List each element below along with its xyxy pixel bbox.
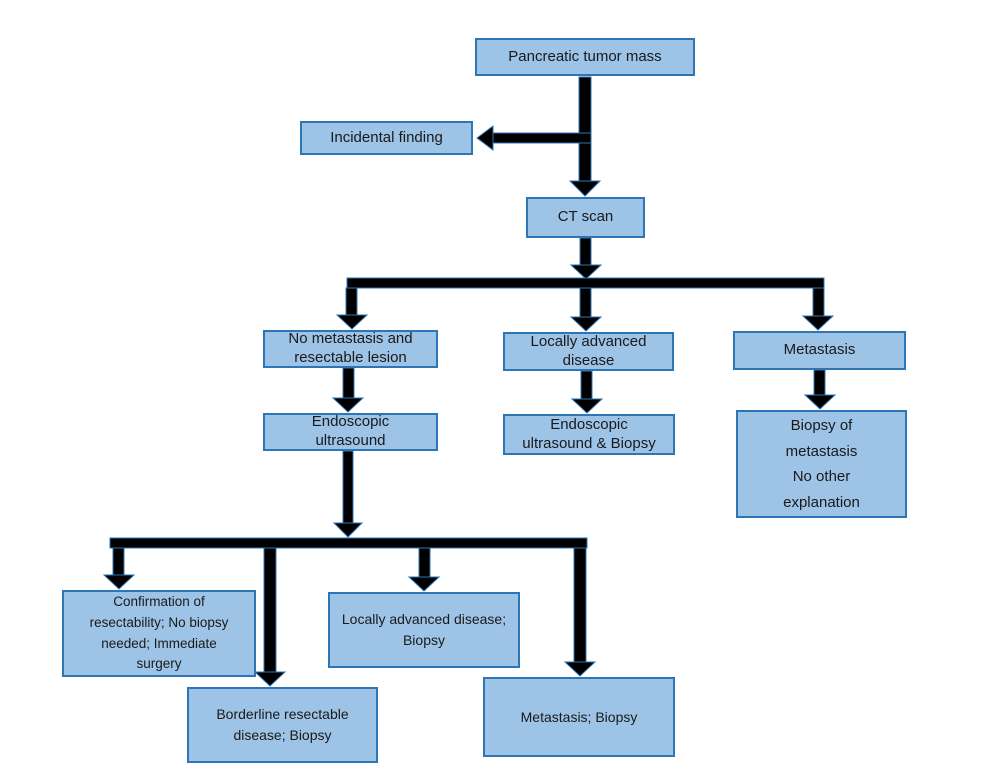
node-label: Endoscopic ultrasound & Biopsy [522,415,656,452]
node-label: Metastasis [783,341,856,359]
node-no-metastasis-resectable: No metastasis and resectable lesion [263,330,438,368]
branch-bar-top [346,277,825,289]
node-label: Borderline resectable disease; Biopsy [216,706,349,743]
branch-bar-bottom [109,537,588,549]
arrow-eus-to-branch-bar [332,450,364,538]
node-locally-advanced-disease: Locally advanced disease [503,332,674,371]
arrow-bar2-to-borderline [253,547,287,687]
node-label: No metastasis and resectable lesion [288,330,413,366]
node-label: Pancreatic tumor mass [508,47,662,65]
node-biopsy-of-metastasis: Biopsy of metastasis No other explanatio… [736,410,907,518]
arrow-bar2-to-metastasis-biopsy [563,547,597,677]
arrow-no-metastasis-to-eus [331,367,365,413]
node-incidental-finding: Incidental finding [300,121,473,155]
node-endoscopic-ultrasound-biopsy: Endoscopic ultrasound & Biopsy [503,414,675,455]
arrow-to-incidental-finding [476,125,592,151]
node-metastasis-biopsy: Metastasis; Biopsy [483,677,675,757]
node-label: CT scan [557,208,614,226]
arrow-pancreatic-to-ct-scan [568,76,602,197]
node-label: Confirmation of resectability; No biopsy… [89,593,229,672]
node-endoscopic-ultrasound: Endoscopic ultrasound [263,413,438,451]
node-confirmation-of-resectability: Confirmation of resectability; No biopsy… [62,590,256,677]
node-borderline-resectable: Borderline resectable disease; Biopsy [187,687,378,763]
arrow-bar-to-locally-advanced [569,287,603,332]
node-locally-advanced-biopsy: Locally advanced disease; Biopsy [328,592,520,668]
arrow-bar2-to-confirmation [102,547,136,590]
node-label: Metastasis; Biopsy [520,708,638,725]
node-label: Biopsy of metastasis No other explanatio… [783,417,860,511]
arrow-ct-scan-to-branch-bar [569,237,603,280]
node-pancreatic-tumor-mass: Pancreatic tumor mass [475,38,695,76]
node-label: Endoscopic ultrasound [311,413,390,449]
arrow-bar-to-metastasis [801,287,835,331]
arrow-bar-to-no-metastasis [335,287,369,330]
node-ct-scan: CT scan [526,197,645,238]
arrow-bar2-to-locally-advanced-biopsy [407,547,441,592]
node-label: Incidental finding [330,128,443,146]
node-label: Locally advanced disease; Biopsy [341,611,507,648]
arrow-metastasis-to-biopsy [803,369,837,410]
node-label: Locally advanced disease [530,332,647,369]
node-metastasis: Metastasis [733,331,906,370]
arrow-locally-advanced-to-eus-biopsy [570,370,604,414]
